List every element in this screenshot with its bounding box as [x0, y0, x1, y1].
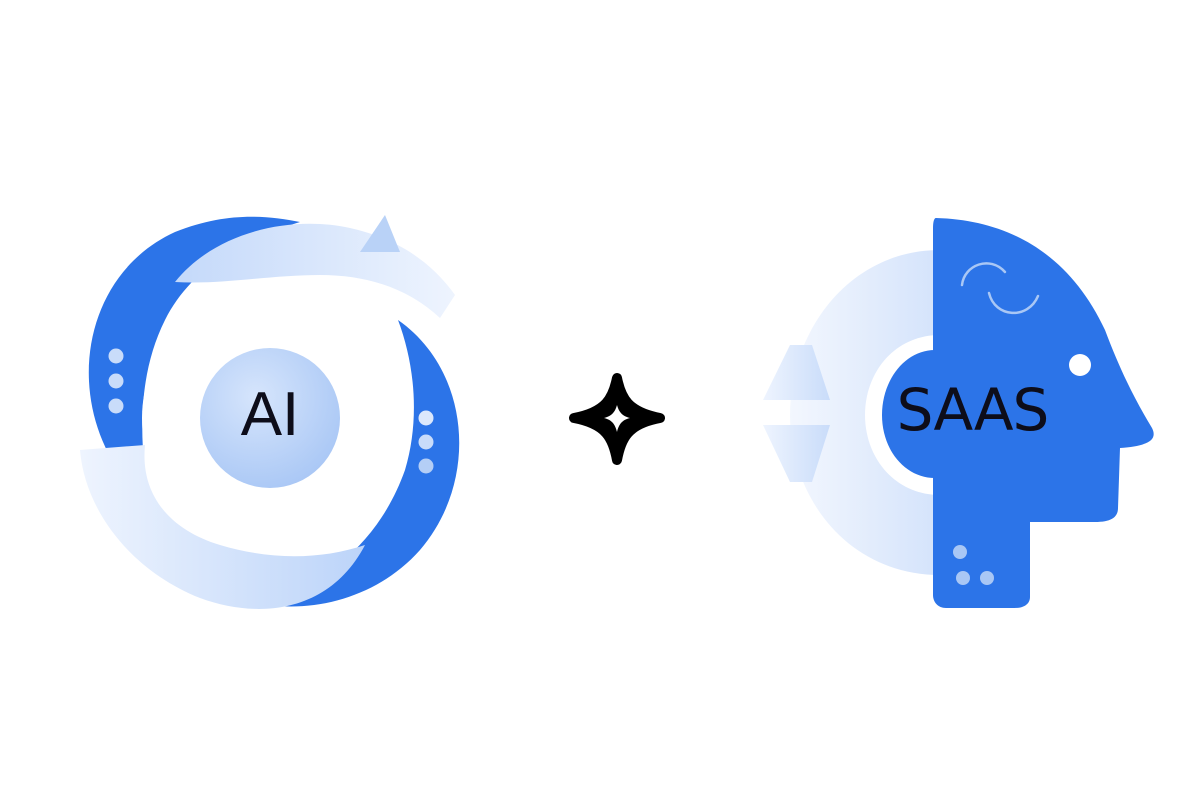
ai-head-profile-icon: [763, 218, 1154, 608]
four-point-star-icon: [569, 373, 665, 465]
ai-label: AI: [240, 380, 300, 449]
saas-label: SAAS: [896, 376, 1050, 444]
cycle-arrows-icon: [80, 215, 460, 609]
